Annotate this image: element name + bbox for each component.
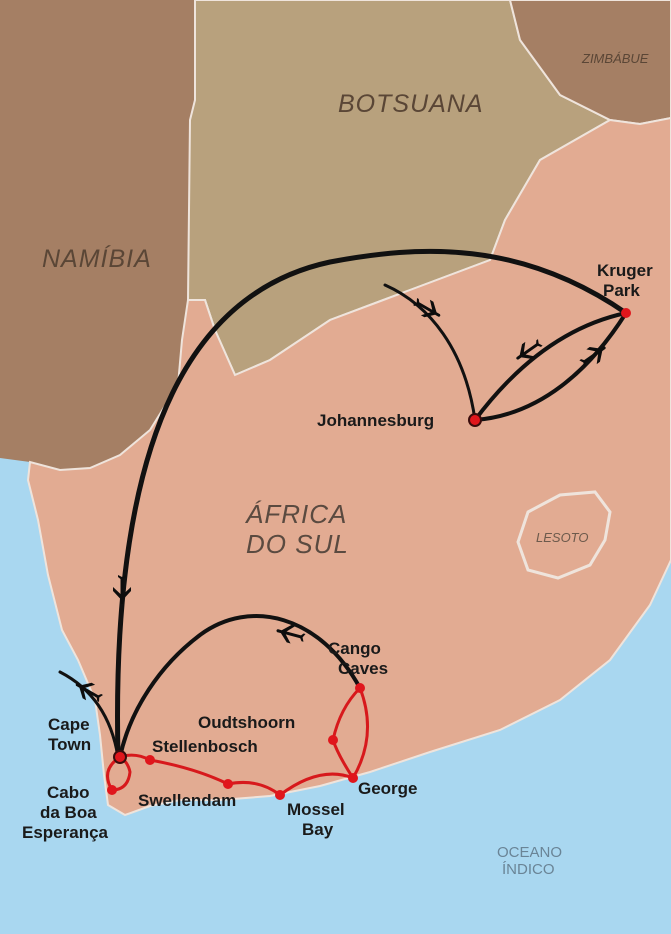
capetown-label-line1: Cape: [48, 715, 90, 734]
stellenbosch-marker: [145, 755, 155, 765]
capetown-marker: [113, 750, 127, 764]
oudtshoorn-marker: [328, 735, 338, 745]
cabo-label-line3: Esperança: [22, 823, 109, 842]
kruger-marker: [621, 308, 631, 318]
flight-arrival-johannesburg: [383, 283, 477, 422]
oudtshoorn-label: Oudtshoorn: [198, 713, 295, 732]
airplane-icon: [516, 339, 543, 360]
road-cango-george: [351, 686, 370, 780]
swellendam-marker: [223, 779, 233, 789]
ocean-label-line2: ÍNDICO: [502, 861, 555, 878]
kruger-label-line1: Kruger: [597, 261, 653, 280]
region-label-line2: DO SUL: [246, 529, 349, 559]
cabo-marker: [107, 785, 117, 795]
airplane-icon: [579, 346, 606, 367]
stellenbosch-label: Stellenbosch: [152, 737, 258, 756]
johannesburg-marker: [468, 413, 482, 427]
airplane-icon: [113, 575, 131, 604]
mossel-label-line2: Bay: [302, 820, 334, 839]
swellendam-label: Swellendam: [138, 791, 236, 810]
zimbabwe-label: ZIMBÁBUE: [581, 51, 649, 66]
botswana-label: BOTSUANA: [338, 90, 484, 118]
george-label: George: [358, 779, 418, 798]
flight-johannesburg-kruger-2: [473, 311, 628, 422]
airplane-icon: [276, 625, 306, 644]
airplane-icon: [413, 298, 441, 318]
ocean-label-line1: OCEANO: [497, 844, 562, 861]
flight-johannesburg-kruger-1: [473, 311, 628, 422]
namibia-region: [0, 0, 195, 470]
johannesburg-label: Johannesburg: [317, 411, 434, 430]
lesotho-region: [516, 490, 612, 580]
region-label-line1: ÁFRICA: [244, 499, 347, 529]
road-mossel-george: [278, 772, 355, 797]
flight-oudtshoorn-capetown: [118, 614, 362, 759]
flight-routes: [58, 248, 629, 760]
lesotho-label: LESOTO: [536, 530, 589, 545]
cango-marker: [355, 683, 365, 693]
kruger-label-line2: Park: [603, 281, 640, 300]
flight-kruger-capetown: [115, 248, 629, 760]
mossel-marker: [275, 790, 285, 800]
cango-label-line2: Caves: [338, 659, 388, 678]
cango-label-line1: Cango: [328, 639, 381, 658]
airplane-icon: [75, 682, 103, 702]
capetown-label-line2: Town: [48, 735, 91, 754]
namibia-label: NAMÍBIA: [42, 244, 152, 273]
road-stellenbosch-swellendam: [148, 758, 230, 786]
road-capetown-cabo-loop: [106, 755, 132, 792]
flight-departure-capetown: [58, 670, 120, 759]
cabo-label-line2: da Boa: [40, 803, 97, 822]
city-markers: [107, 308, 631, 800]
george-marker: [348, 773, 358, 783]
mossel-label-line1: Mossel: [287, 800, 345, 819]
cabo-label-line1: Cabo: [47, 783, 90, 802]
south-africa-region: [26, 116, 671, 817]
